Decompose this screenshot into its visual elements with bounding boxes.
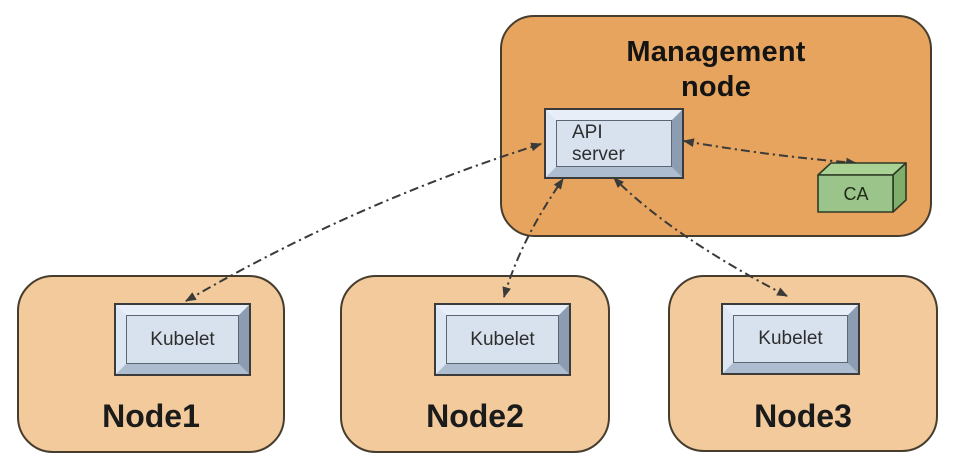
- api-server-box: API server: [544, 108, 684, 179]
- worker-node-1-box: Kubelet Node1: [17, 275, 285, 453]
- kubelet-label-node1: Kubelet: [150, 328, 215, 350]
- ca-cube-front: [817, 174, 894, 213]
- kubelet-face-node2: Kubelet: [446, 315, 559, 364]
- management-node-title: Management node: [502, 35, 930, 105]
- node1-label: Node1: [102, 398, 200, 434]
- management-node-label: Management node: [626, 36, 806, 103]
- worker-node-3-box: Kubelet Node3: [668, 275, 938, 452]
- kubelet-box-node2: Kubelet: [434, 303, 571, 376]
- kubelet-box-node3: Kubelet: [721, 303, 860, 375]
- node3-label: Node3: [754, 398, 852, 434]
- ca-label: CA: [843, 183, 869, 204]
- api-server-label: API server: [572, 121, 625, 165]
- worker-node-2-box: Kubelet Node2: [340, 275, 610, 453]
- ca-cube-top: [817, 162, 907, 176]
- arrow-api-ca: [682, 138, 858, 167]
- node2-label: Node2: [426, 398, 524, 434]
- kubelet-label-node3: Kubelet: [758, 328, 823, 349]
- ca-cube: [817, 162, 907, 213]
- api-server-face: API server: [556, 120, 672, 167]
- arrow-api-kubelet1: [185, 142, 543, 302]
- kubelet-label-node2: Kubelet: [470, 328, 535, 350]
- kubelet-face-node3: Kubelet: [733, 315, 848, 363]
- management-node-box: Management node API server: [500, 15, 932, 237]
- kubelet-face-node1: Kubelet: [126, 315, 239, 364]
- arrow-api-kubelet2: [502, 178, 564, 299]
- kubelet-box-node1: Kubelet: [114, 303, 251, 376]
- arrow-api-kubelet3: [613, 177, 788, 297]
